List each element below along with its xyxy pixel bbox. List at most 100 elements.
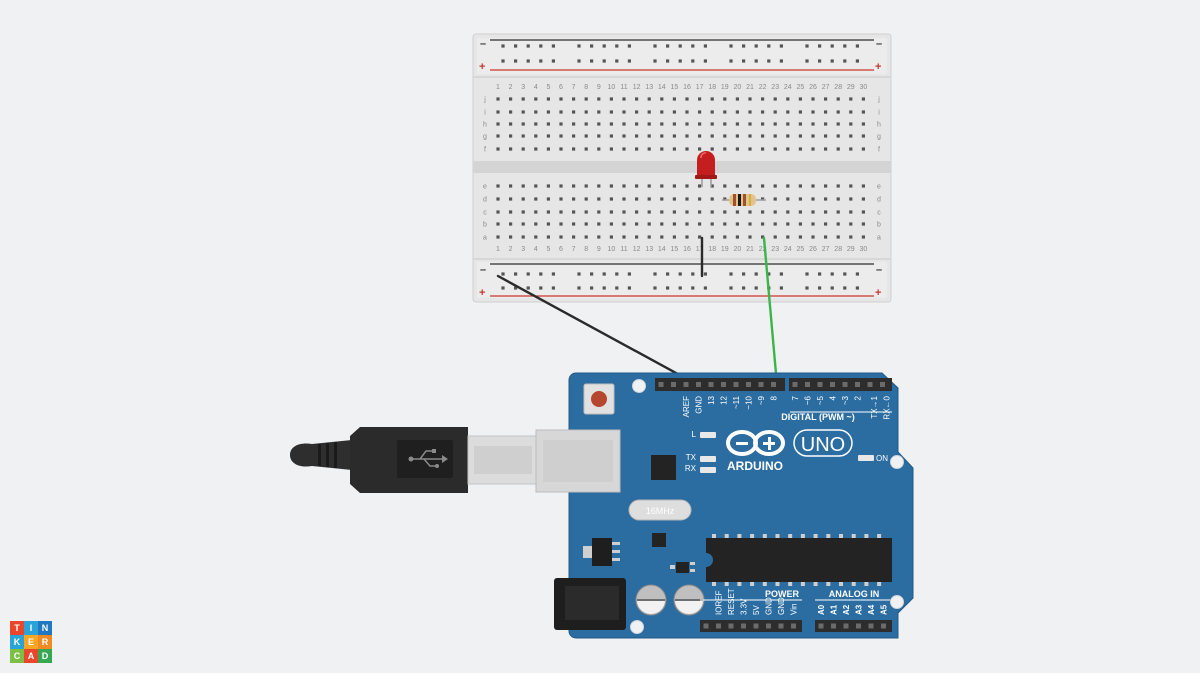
header-pin[interactable] <box>766 623 771 629</box>
breadboard-hole[interactable] <box>622 122 626 126</box>
header-pin[interactable] <box>830 382 835 387</box>
breadboard-hole[interactable] <box>798 97 802 101</box>
header-pin[interactable] <box>881 623 886 629</box>
rail-hole[interactable] <box>526 44 530 48</box>
breadboard-hole[interactable] <box>786 110 790 114</box>
breadboard-hole[interactable] <box>622 210 626 214</box>
rail-hole[interactable] <box>501 44 505 48</box>
breadboard-hole[interactable] <box>546 184 550 188</box>
breadboard-hole[interactable] <box>672 210 676 214</box>
breadboard-hole[interactable] <box>824 147 828 151</box>
breadboard-hole[interactable] <box>509 235 513 239</box>
breadboard-hole[interactable] <box>811 147 815 151</box>
breadboard-hole[interactable] <box>786 184 790 188</box>
breadboard-hole[interactable] <box>710 134 714 138</box>
breadboard-hole[interactable] <box>773 97 777 101</box>
breadboard-hole[interactable] <box>559 184 563 188</box>
breadboard-hole[interactable] <box>849 122 853 126</box>
breadboard-hole[interactable] <box>521 222 525 226</box>
breadboard-hole[interactable] <box>546 110 550 114</box>
breadboard-hole[interactable] <box>521 184 525 188</box>
breadboard-hole[interactable] <box>546 97 550 101</box>
rail-hole[interactable] <box>526 286 530 290</box>
breadboard-hole[interactable] <box>735 147 739 151</box>
breadboard-hole[interactable] <box>685 134 689 138</box>
rail-hole[interactable] <box>514 286 518 290</box>
header-pin[interactable] <box>746 382 751 387</box>
rail-hole[interactable] <box>691 272 695 276</box>
breadboard-hole[interactable] <box>824 110 828 114</box>
signal-wire-pin-8[interactable] <box>762 236 779 387</box>
breadboard-hole[interactable] <box>748 184 752 188</box>
breadboard-hole[interactable] <box>710 184 714 188</box>
breadboard-hole[interactable] <box>597 210 601 214</box>
rail-hole[interactable] <box>742 286 746 290</box>
rail-hole[interactable] <box>526 59 530 63</box>
breadboard-hole[interactable] <box>685 147 689 151</box>
header-pin[interactable] <box>792 382 798 387</box>
breadboard-hole[interactable] <box>521 210 525 214</box>
rail-hole[interactable] <box>805 286 809 290</box>
rail-hole[interactable] <box>830 59 834 63</box>
breadboard-hole[interactable] <box>647 197 651 201</box>
rail-hole[interactable] <box>615 44 619 48</box>
header-pin[interactable] <box>831 623 836 629</box>
rail-hole[interactable] <box>703 272 707 276</box>
breadboard-hole[interactable] <box>735 134 739 138</box>
rail-hole[interactable] <box>539 59 543 63</box>
breadboard-hole[interactable] <box>609 134 613 138</box>
rail-hole[interactable] <box>843 272 847 276</box>
header-pin[interactable] <box>880 382 885 387</box>
breadboard-hole[interactable] <box>710 122 714 126</box>
rail-hole[interactable] <box>551 272 555 276</box>
breadboard-hole[interactable] <box>761 122 765 126</box>
breadboard-hole[interactable] <box>635 222 639 226</box>
breadboard-hole[interactable] <box>861 134 865 138</box>
breadboard-hole[interactable] <box>761 222 765 226</box>
breadboard-hole[interactable] <box>647 184 651 188</box>
rail-hole[interactable] <box>602 44 606 48</box>
rail-hole[interactable] <box>590 59 594 63</box>
breadboard-hole[interactable] <box>496 197 500 201</box>
breadboard-hole[interactable] <box>836 197 840 201</box>
breadboard-hole[interactable] <box>509 197 513 201</box>
breadboard-hole[interactable] <box>698 147 702 151</box>
rail-hole[interactable] <box>590 286 594 290</box>
breadboard-hole[interactable] <box>572 222 576 226</box>
breadboard-hole[interactable] <box>635 184 639 188</box>
breadboard-hole[interactable] <box>572 184 576 188</box>
breadboard-hole[interactable] <box>534 210 538 214</box>
breadboard-hole[interactable] <box>584 235 588 239</box>
breadboard-hole[interactable] <box>849 147 853 151</box>
breadboard-hole[interactable] <box>786 197 790 201</box>
breadboard-hole[interactable] <box>509 210 513 214</box>
rail-hole[interactable] <box>830 44 834 48</box>
breadboard-hole[interactable] <box>748 210 752 214</box>
breadboard-hole[interactable] <box>496 210 500 214</box>
rail-hole[interactable] <box>627 44 631 48</box>
breadboard-hole[interactable] <box>786 97 790 101</box>
rail-hole[interactable] <box>615 286 619 290</box>
rail-hole[interactable] <box>627 59 631 63</box>
breadboard-hole[interactable] <box>584 197 588 201</box>
breadboard-hole[interactable] <box>509 110 513 114</box>
rail-hole[interactable] <box>602 59 606 63</box>
rail-hole[interactable] <box>855 59 859 63</box>
breadboard-hole[interactable] <box>786 235 790 239</box>
rail-hole[interactable] <box>615 59 619 63</box>
breadboard-hole[interactable] <box>824 134 828 138</box>
breadboard-hole[interactable] <box>660 147 664 151</box>
breadboard-hole[interactable] <box>861 222 865 226</box>
rail-hole[interactable] <box>843 286 847 290</box>
breadboard-hole[interactable] <box>735 184 739 188</box>
breadboard-hole[interactable] <box>647 147 651 151</box>
breadboard-hole[interactable] <box>672 134 676 138</box>
breadboard[interactable]: – – + + – – + + 112233445566778899101011… <box>472 33 892 303</box>
breadboard-hole[interactable] <box>609 110 613 114</box>
breadboard-hole[interactable] <box>559 197 563 201</box>
breadboard-hole[interactable] <box>496 235 500 239</box>
breadboard-hole[interactable] <box>609 147 613 151</box>
rail-hole[interactable] <box>590 44 594 48</box>
breadboard-hole[interactable] <box>509 222 513 226</box>
breadboard-hole[interactable] <box>735 210 739 214</box>
